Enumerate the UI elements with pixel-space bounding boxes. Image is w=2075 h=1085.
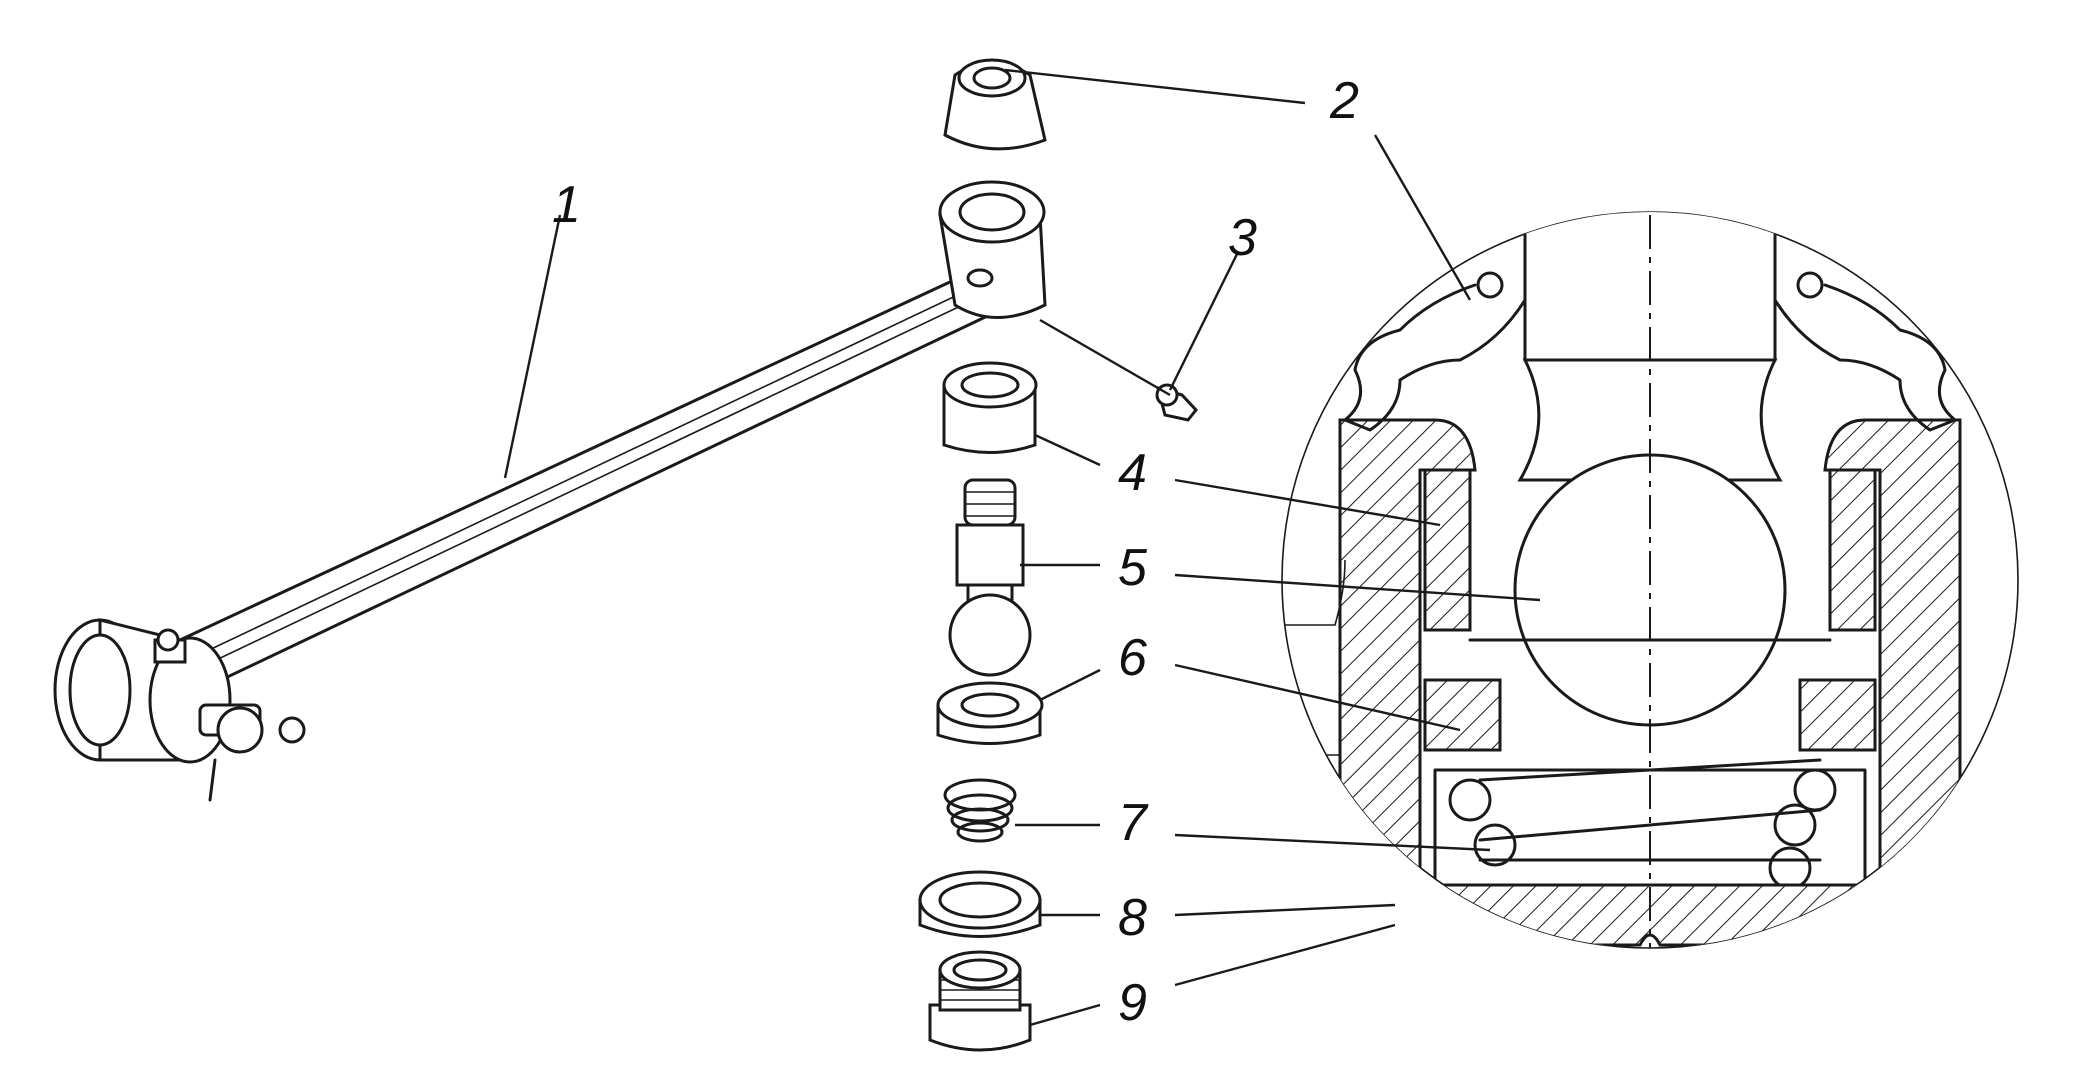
leader-5b [1174, 573, 1541, 602]
callout-9: 9 [1118, 974, 1147, 1032]
leader-6b [1174, 663, 1461, 732]
callout-2: 2 [1329, 72, 1359, 130]
leader-9a [1029, 1003, 1101, 1027]
spring [943, 778, 1017, 843]
leader-4a [1034, 433, 1101, 467]
leader-9b [1174, 923, 1396, 987]
leader-6a [1039, 668, 1101, 702]
callout-7: 7 [1118, 794, 1149, 852]
lower-seat [936, 681, 1044, 745]
washer [918, 870, 1042, 938]
ball-pin [948, 478, 1032, 677]
callout-1: 1 [552, 176, 581, 234]
liner-right [1828, 468, 1877, 632]
leader-7b [1174, 833, 1491, 852]
callout-3: 3 [1228, 209, 1257, 267]
leader-lines [503, 68, 1541, 1027]
callout-5: 5 [1118, 539, 1148, 597]
leader-3b [1039, 318, 1171, 397]
callout-6: 6 [1118, 629, 1147, 687]
leader-2b [1373, 134, 1472, 301]
leader-3a [1168, 251, 1240, 391]
tie-rod-end-near [53, 618, 306, 802]
dust-cap [943, 58, 1047, 151]
section-view [1281, 211, 2019, 949]
callout-8: 8 [1118, 889, 1147, 947]
liner-left [1423, 468, 1472, 632]
leader-2a [1004, 68, 1306, 105]
threaded-plug [928, 950, 1032, 1052]
leader-8b [1174, 903, 1396, 917]
section-boot [1343, 283, 1527, 432]
callout-4: 4 [1118, 444, 1147, 502]
leader-4b [1174, 478, 1441, 527]
tie-rod-end-far [938, 180, 1047, 319]
upper-bushing [942, 361, 1038, 454]
tie-rod [53, 180, 1047, 802]
leader-1 [503, 214, 562, 479]
